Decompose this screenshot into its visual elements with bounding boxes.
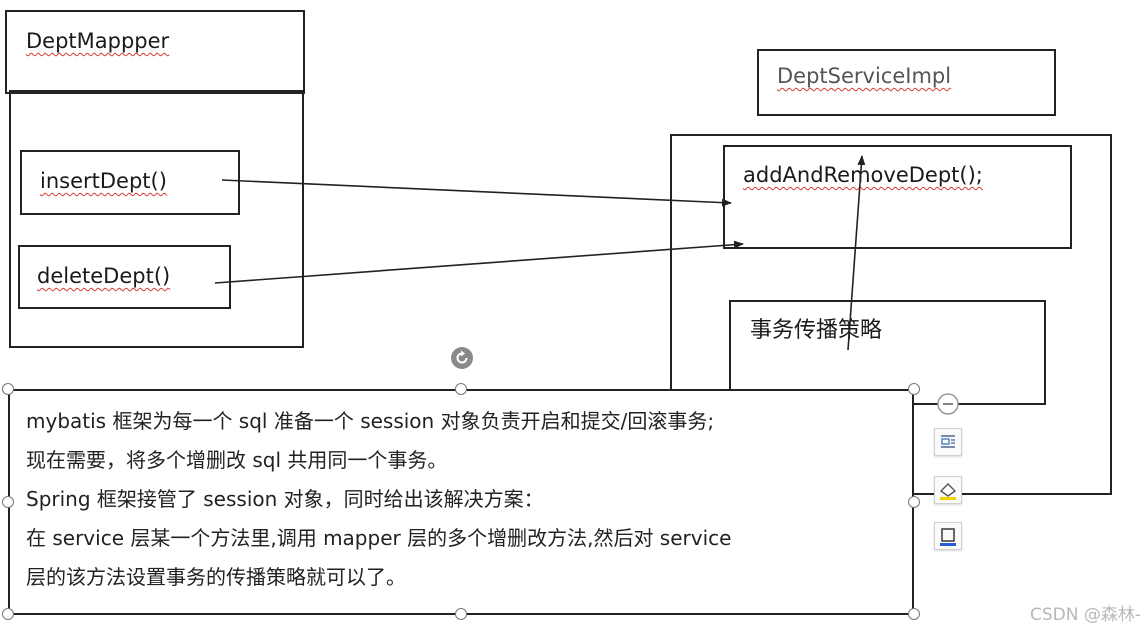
service-method-box[interactable] [723,145,1072,249]
mapper-title-box[interactable] [5,10,305,94]
note-line-4: 在 service 层某一个方法里,调用 mapper 层的多个增删改方法,然后… [26,526,732,550]
insert-method-label: insertDept() [40,169,167,193]
shape-outline-button[interactable] [934,522,962,550]
resize-handle-top-right[interactable] [908,383,920,395]
note-text: mybatis 框架为每一个 sql 准备一个 session 对象负责开启和提… [26,402,906,597]
rotate-handle-icon[interactable] [450,346,474,370]
shape-outline-icon [940,528,956,546]
shape-fill-button[interactable] [934,476,962,504]
mapper-title: DeptMappper [26,29,170,53]
mapper-container[interactable] [9,90,304,348]
resize-handle-top-left[interactable] [2,383,14,395]
note-line-3: Spring 框架接管了 session 对象，同时给出该解决方案： [26,487,544,511]
resize-handle-bottom-center[interactable] [455,608,467,620]
shape-fill-icon [939,483,957,500]
resize-handle-middle-right[interactable] [908,496,920,508]
note-textbox[interactable] [8,389,914,615]
layout-options-icon [941,435,955,448]
watermark: CSDN @森林- [1029,605,1141,625]
collapse-icon[interactable] [936,392,960,416]
resize-handle-bottom-left[interactable] [2,608,14,620]
delete-method-label: deleteDept() [37,264,171,288]
resize-handle-top-center[interactable] [455,383,467,395]
note-line-5: 层的该方法设置事务的传播策略就可以了。 [26,565,406,589]
resize-handle-bottom-right[interactable] [908,608,920,620]
strategy-label: 事务传播策略 [750,318,883,343]
service-title: DeptServiceImpl [777,64,952,88]
layout-options-button[interactable] [934,428,962,456]
note-line-1: mybatis 框架为每一个 sql 准备一个 session 对象负责开启和提… [26,409,715,433]
service-title-box[interactable] [757,49,1056,116]
resize-handle-middle-left[interactable] [2,496,14,508]
service-method-label: addAndRemoveDept(); [743,163,983,187]
note-line-2: 现在需要，将多个增删改 sql 共用同一个事务。 [26,448,448,472]
